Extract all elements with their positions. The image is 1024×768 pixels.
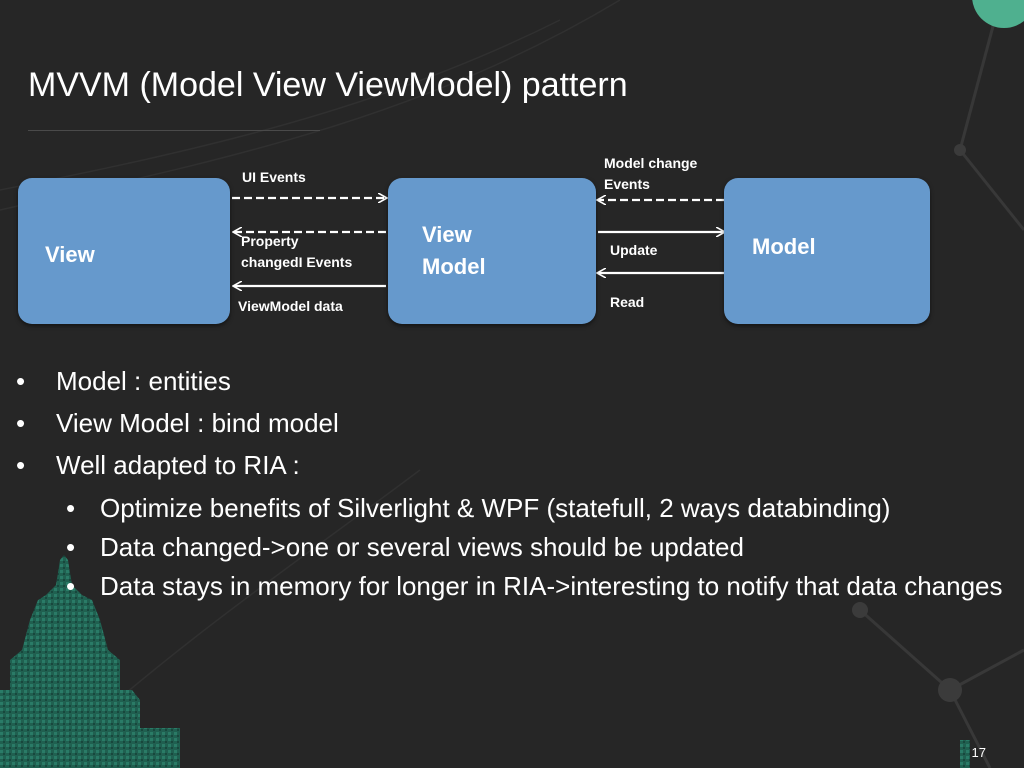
viewmodel-node: View Model [388,178,596,324]
bullet-list: • Model : entities • View Model : bind mod… [16,360,1006,603]
bullet-item: • Model : entities [16,360,1006,402]
slide-title: MVVM (Model View ViewModel) pattern [28,66,628,104]
view-node-label: View [45,242,95,267]
update-label: Update [610,242,658,258]
page-number: 17 [971,745,986,760]
model-change-label: Model change Events [604,155,698,192]
teal-circle-decoration [972,0,1024,28]
sub-bullet-item: • Optimize benefits of Silverlight & WPF … [16,491,1006,525]
bullet-dot-icon: • [66,493,76,523]
diagram-arrows [232,140,1024,340]
bullet-item: • Well adapted to RIA : [16,444,1006,486]
model-node: Model [724,178,930,324]
building-silhouette [0,555,970,768]
view-node: View [18,178,230,324]
sub-bullet-item: • Data changed->one or several views shou… [16,530,1006,564]
viewmodel-node-label-2: Model [422,254,486,279]
bullet-text: Well adapted to RIA : [56,450,300,480]
bullet-dot-icon: • [66,571,76,601]
bullet-text: Data stays in memory for longer in RIA->… [100,571,1003,601]
bullet-dot-icon: • [16,366,26,396]
viewmodel-node-label-1: View [422,222,472,247]
bullet-dot-icon: • [16,408,26,438]
bullet-text: View Model : bind model [56,408,339,438]
sub-bullet-item: • Data stays in memory for longer in RIA-… [16,569,1006,603]
mvvm-diagram: View View Model Model UI Events Property… [0,140,1024,340]
property-changed-label: Property changedI Events [241,233,353,270]
bullet-text: Model : entities [56,366,231,396]
bullet-dot-icon: • [16,450,26,480]
read-label: Read [610,294,645,310]
title-divider [28,130,320,131]
bullet-text: Optimize benefits of Silverlight & WPF (… [100,493,891,523]
viewmodel-data-label: ViewModel data [238,298,343,314]
ui-events-label: UI Events [242,169,306,185]
bullet-dot-icon: • [66,532,76,562]
model-node-label: Model [752,234,816,259]
bullet-text: Data changed->one or several views shoul… [100,532,744,562]
bullet-item: • View Model : bind model [16,402,1006,444]
